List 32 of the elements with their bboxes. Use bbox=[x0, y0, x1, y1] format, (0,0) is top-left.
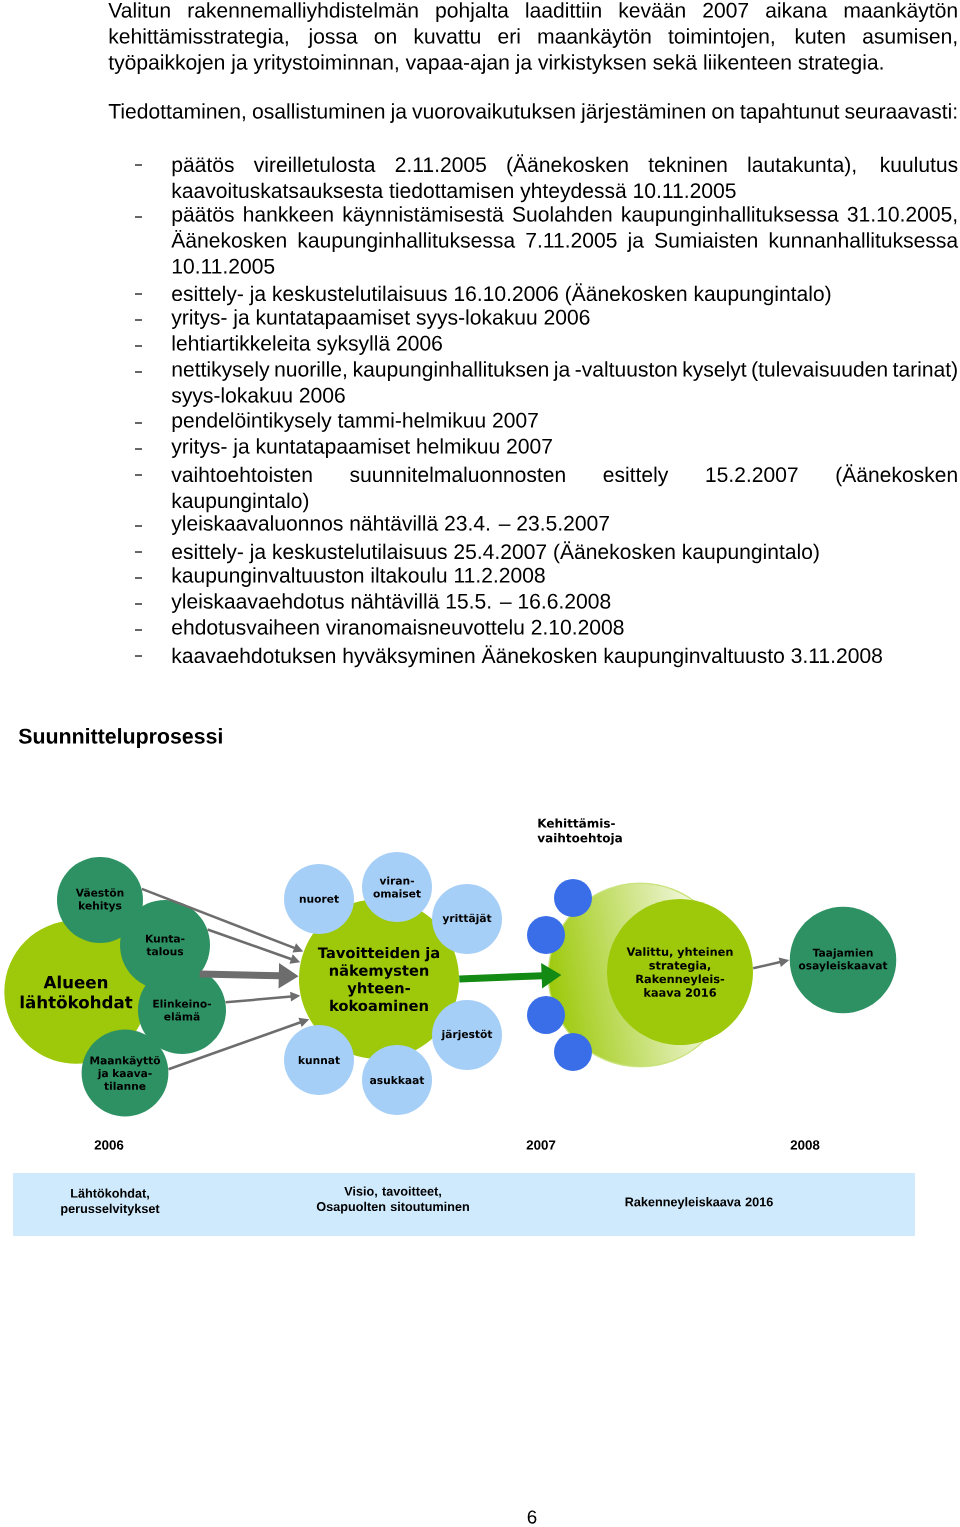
list-item: kaupunginvaltuuston iltakoulu 11.2.2008 bbox=[134, 567, 545, 587]
node-label: Kehittämis- vaihtoehtoja bbox=[537, 818, 622, 845]
circle-node: järjestöt bbox=[432, 1000, 502, 1070]
year-label: 2008 bbox=[790, 1140, 820, 1150]
list-item: esittely- ja keskustelutilaisuus 16.10.2006 (Äänekosken kaupungintalo) bbox=[134, 283, 831, 306]
page-number: 6 bbox=[527, 1510, 537, 1524]
list-item: esittely- ja keskustelutilaisuus 25.4.2007 (Äänekosken kaupungintalo) bbox=[134, 541, 819, 564]
circle-node: asukkaat bbox=[362, 1045, 432, 1115]
list-item: vaihtoehtoisten suunnitelmaluonnosten esittely 15.2.2007 (Äänekosken kaupungintalo) bbox=[134, 464, 957, 513]
circle-node: nuoret bbox=[284, 864, 354, 934]
list-item: yritys- ja kuntatapaamiset syys-lokakuu 2006 bbox=[134, 309, 590, 329]
year-label: 2007 bbox=[526, 1140, 556, 1150]
timeline-band: Lähtökohdat, perusselvitykset Visio, tavoitteet, Osapuolten sitoutuminen Rakenneyleiskaava 2016 bbox=[13, 1173, 915, 1236]
circle-node: Elinkeino- elämä bbox=[138, 966, 226, 1054]
node-label: Kunta- talous bbox=[145, 934, 185, 956]
list-item: pendelöintikysely tammi-helmikuu 2007 bbox=[134, 412, 538, 432]
node-label: Elinkeino- elämä bbox=[153, 999, 212, 1021]
list-item: yleiskaavaehdotus nähtävillä 15.5. – 16.6.2008 bbox=[134, 593, 611, 613]
circle-node: viran- omaiset bbox=[362, 852, 432, 922]
list-item: ehdotusvaiheen viranomaisneuvottelu 2.10.2008 bbox=[134, 619, 624, 635]
paragraph: Tiedottaminen, osallistuminen ja vuorovaikutuksen järjestäminen on tapahtunut seuraavasti: bbox=[108, 103, 957, 123]
list-item: yritys- ja kuntatapaamiset helmikuu 2007 bbox=[134, 438, 552, 458]
section-heading: Suunnitteluprosessi bbox=[18, 728, 222, 748]
list-item: lehtiartikkeleita syksyllä 2006 bbox=[134, 335, 442, 355]
circle-node: Taajamien osayleiskaavat bbox=[789, 906, 897, 1014]
circle-node: Väestön kehitys bbox=[57, 857, 143, 943]
paragraph: Valitun rakennemalliyhdistelmän pohjalta laadittiin kevään 2007 aikana maankäytön kehittämisstrategia, jossa on kuvattu eri maankäytön toimintojen, kuten asumisen, työpaikkojen ja yritystoiminnan, vapaa-ajan ja virkistyksen sekä liikenteen strategia. bbox=[108, 2, 957, 74]
list-item: kaavaehdotuksen hyväksyminen Äänekosken kaupunginvaltuusto 3.11.2008 bbox=[134, 645, 882, 668]
circle-node: Maankäyttö ja kaava- tilanne bbox=[81, 1029, 169, 1117]
year-label: 2006 bbox=[94, 1140, 124, 1150]
list-item: yleiskaavaluonnos nähtävillä 23.4. – 23.5.2007 bbox=[134, 515, 609, 535]
circle-node: kunnat bbox=[284, 1025, 354, 1095]
